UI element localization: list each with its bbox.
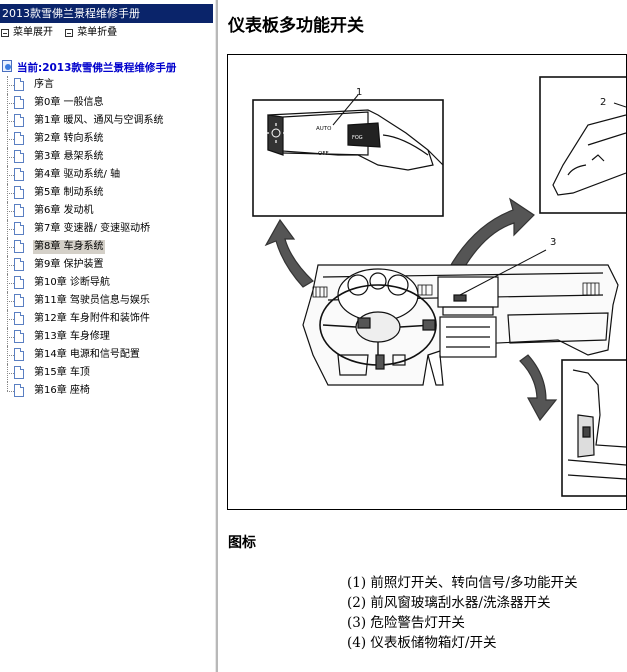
- inset-wiper-switch: [539, 76, 626, 214]
- tree-item-label: 第5章 制动系统: [34, 187, 104, 198]
- book-icon: [2, 60, 14, 74]
- document-icon: [14, 150, 24, 163]
- callout-3: 3: [550, 237, 556, 248]
- document-icon: [14, 222, 24, 235]
- stalk-label-off: OFF: [318, 151, 329, 157]
- expand-menu-label: 菜单展开: [13, 27, 53, 38]
- legend-item-1: (1) 前照灯开关、转向信号/多功能开关: [347, 575, 578, 591]
- collapse-menu-label: 菜单折叠: [77, 27, 118, 38]
- tree-item-label: 第16章 座椅: [34, 385, 90, 396]
- tree-item-label: 第8章 车身系统: [33, 240, 105, 254]
- content-pane: 仪表板多功能开关 1 AUTO OFF FOG: [218, 0, 627, 672]
- tree-item-label: 第7章 变速器/ 变速驱动桥: [34, 223, 151, 234]
- document-icon: [14, 366, 24, 379]
- inset-glovebox-lamp: [561, 359, 626, 497]
- tree-item-label: 第13章 车身修理: [34, 331, 110, 342]
- tree-item-label: 第0章 一般信息: [34, 97, 104, 108]
- expand-menu-button[interactable]: 菜单展开: [0, 25, 53, 41]
- callout-1: 1: [356, 87, 362, 98]
- legend-heading: 图标: [228, 535, 256, 551]
- tree-item-label: 序言: [34, 79, 54, 90]
- dashboard-drawing: [302, 249, 619, 386]
- document-icon: [14, 240, 24, 253]
- tree-item-label: 第1章 暖风、通风与空调系统: [34, 115, 164, 126]
- document-icon: [14, 330, 24, 343]
- tree-item-label: 第15章 车顶: [34, 367, 90, 378]
- page-title: 仪表板多功能开关: [228, 16, 364, 36]
- arrow-to-inset-4: [519, 354, 558, 422]
- tree-item-label: 第4章 驱动系统/ 轴: [34, 169, 121, 180]
- tree-root-label: 当前:2013款雪佛兰景程维修手册: [17, 61, 177, 74]
- manual-title-bar: 2013款雪佛兰景程维修手册: [0, 4, 213, 23]
- legend-item-3: (3) 危险警告灯开关: [347, 615, 465, 631]
- tree-item-label: 第6章 发动机: [34, 205, 94, 216]
- tree-item-label: 第2章 转向系统: [34, 133, 104, 144]
- document-icon: [14, 312, 24, 325]
- tree-item-label: 第12章 车身附件和装饰件: [34, 313, 150, 324]
- document-icon: [14, 348, 24, 361]
- tree-item-label: 第14章 电源和信号配置: [34, 349, 140, 360]
- navigation-pane: 2013款雪佛兰景程维修手册 菜单展开 菜单折叠 当前:2013款雪佛兰景程维修…: [0, 0, 215, 672]
- document-icon: [14, 258, 24, 271]
- legend-item-2: (2) 前风窗玻璃刮水器/洗涤器开关: [347, 595, 551, 611]
- document-icon: [14, 186, 24, 199]
- document-icon: [14, 276, 24, 289]
- tree-item-label: 第11章 驾驶员信息与娱乐: [34, 295, 150, 306]
- arrow-to-inset-2: [447, 197, 535, 276]
- legend-item-4: (4) 仪表板储物箱灯/开关: [347, 635, 497, 651]
- document-icon: [14, 132, 24, 145]
- collapse-menu-button[interactable]: 菜单折叠: [64, 25, 117, 41]
- collapse-icon: [65, 29, 74, 37]
- document-icon: [14, 204, 24, 217]
- stalk-label-fog: FOG: [352, 135, 363, 141]
- inset-headlamp-switch: [252, 94, 444, 217]
- instrument-panel-figure: 1 AUTO OFF FOG 2: [227, 54, 627, 510]
- document-icon: [14, 168, 24, 181]
- callout-2: 2: [600, 97, 606, 108]
- document-icon: [14, 384, 24, 397]
- document-icon: [14, 78, 24, 91]
- legend-list: (1) 前照灯开关、转向信号/多功能开关 (2) 前风窗玻璃刮水器/洗涤器开关 …: [347, 573, 577, 653]
- tree-item-label: 第10章 诊断导航: [34, 277, 110, 288]
- expand-icon: [1, 29, 9, 37]
- menu-toolbar: 菜单展开 菜单折叠: [0, 25, 125, 41]
- document-icon: [14, 114, 24, 127]
- tree-item-label: 第9章 保护装置: [34, 259, 104, 270]
- tree-item-label: 第3章 悬架系统: [34, 151, 104, 162]
- instrument-panel-illustration: 1 AUTO OFF FOG 2: [252, 76, 626, 497]
- stalk-label-auto: AUTO: [316, 126, 332, 132]
- arrow-to-inset-1: [264, 218, 314, 288]
- pane-splitter[interactable]: [215, 0, 218, 672]
- tree-root-item[interactable]: 当前:2013款雪佛兰景程维修手册: [0, 58, 176, 76]
- document-icon: [14, 294, 24, 307]
- document-icon: [14, 96, 24, 109]
